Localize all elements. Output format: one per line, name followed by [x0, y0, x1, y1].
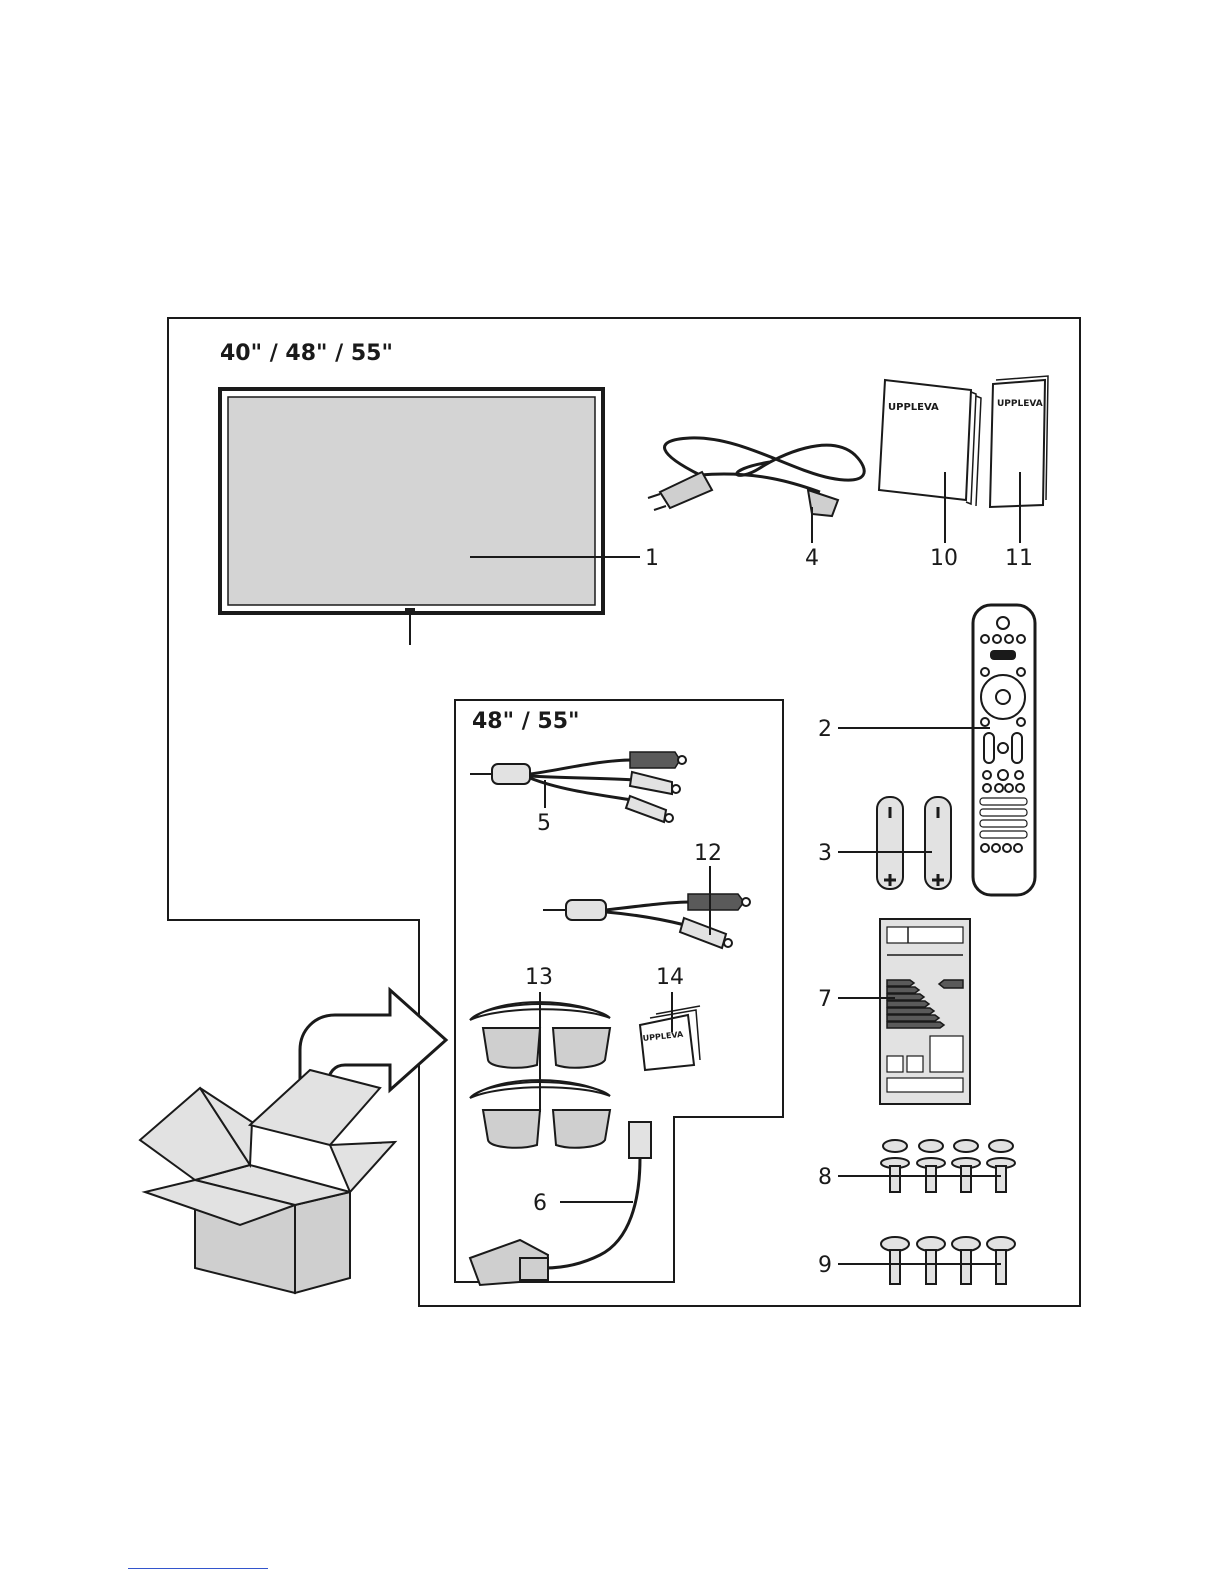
callout-4: 4: [805, 546, 819, 571]
battery-icon: [838, 797, 951, 889]
callout-6: 6: [533, 1191, 547, 1216]
inner-frame: [455, 700, 783, 1282]
callout-1: 1: [645, 546, 659, 571]
box-icon: [140, 1070, 395, 1293]
glasses-manual-icon: UPPLEVA: [640, 992, 700, 1070]
callout-13: 13: [525, 965, 553, 990]
callout-5: 5: [537, 811, 551, 836]
screw-icon-plain: [838, 1237, 1015, 1284]
tv-icon: [220, 389, 640, 645]
callout-11: 11: [1005, 546, 1033, 571]
manual-icon-small: UPPLEVA: [990, 376, 1048, 543]
callout-8: 8: [818, 1165, 832, 1190]
manual-large-brand: UPPLEVA: [888, 402, 939, 413]
callout-10: 10: [930, 546, 958, 571]
footer-link-underline[interactable]: [128, 1568, 268, 1569]
power-cord-icon: [648, 438, 864, 543]
audio-adapter-icon: [543, 866, 750, 948]
callout-14: 14: [656, 965, 684, 990]
manual-icon: UPPLEVA: [879, 380, 981, 543]
callout-3: 3: [818, 841, 832, 866]
callout-2: 2: [818, 717, 832, 742]
manual-small-brand: UPPLEVA: [997, 399, 1043, 409]
callout-12: 12: [694, 841, 722, 866]
callout-9: 9: [818, 1253, 832, 1278]
heading-inner-sizes: 48" / 55": [472, 709, 580, 734]
energy-label-icon: [838, 919, 970, 1104]
screw-icon: [838, 1140, 1015, 1192]
glasses-icon: [470, 992, 610, 1148]
heading-main-sizes: 40" / 48" / 55": [220, 341, 393, 366]
callout-7: 7: [818, 987, 832, 1012]
av-adapter-icon: [470, 752, 686, 822]
